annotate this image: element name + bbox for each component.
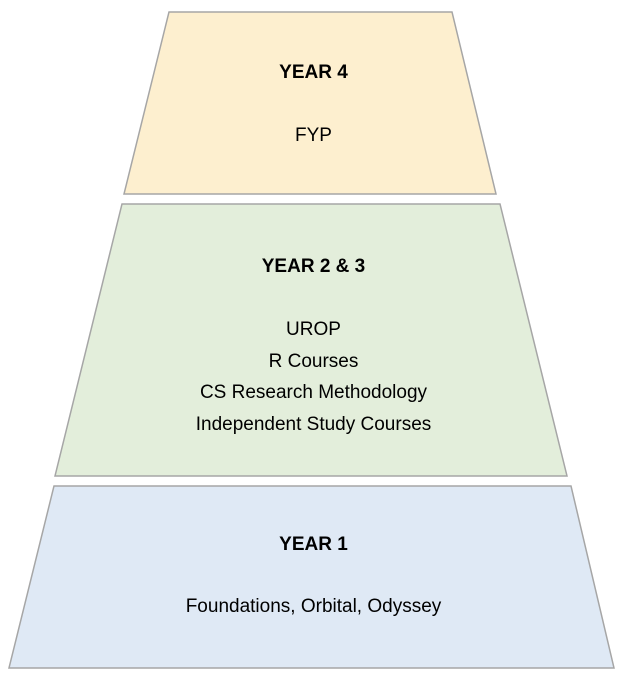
tier-year-2-3-item: UROP bbox=[286, 319, 341, 340]
tier-year-4-shape bbox=[123, 11, 497, 195]
tier-year-1-shape bbox=[8, 485, 615, 669]
tier-year-2-3-title: YEAR 2 & 3 bbox=[261, 256, 366, 277]
tier-year-2-3-item: R Courses bbox=[268, 351, 359, 372]
tier-year-2-3-item: CS Research Methodology bbox=[199, 382, 428, 403]
tier-year-4-title: YEAR 4 bbox=[279, 62, 348, 83]
tier-year-1-item: Foundations, Orbital, Odyssey bbox=[185, 596, 442, 617]
tier-year-1-title: YEAR 1 bbox=[279, 534, 348, 555]
tier-year-2-3-item: Independent Study Courses bbox=[195, 414, 432, 435]
tier-year-2-3-shape bbox=[54, 203, 568, 477]
tier-year-4-item: FYP bbox=[295, 125, 332, 146]
